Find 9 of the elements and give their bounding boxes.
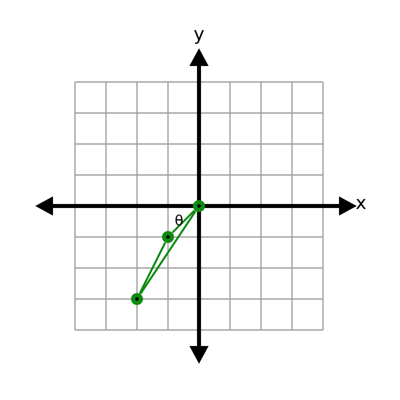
axis-label: y (194, 30, 204, 44)
angle-label: θ (175, 214, 183, 226)
line-segment (140, 210, 196, 294)
point-marker (193, 200, 205, 212)
axis-label: x (356, 199, 366, 209)
line-segment (172, 210, 196, 234)
point-marker (162, 231, 174, 243)
point-marker (131, 293, 143, 305)
line-segment (138, 242, 166, 294)
